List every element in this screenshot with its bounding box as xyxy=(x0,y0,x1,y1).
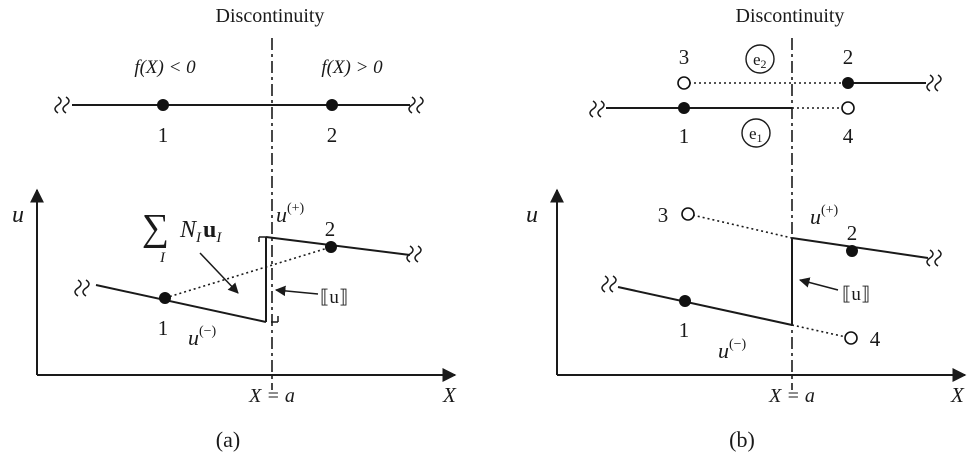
panel-a-sum-symbol: ∑ xyxy=(142,207,169,249)
panel-a-y-axis-label: u xyxy=(12,202,24,228)
panel-a-node-2-label: 2 xyxy=(325,217,336,241)
panel-b-node-4-label: 4 xyxy=(870,327,881,351)
panel-b-top-node-4 xyxy=(841,101,855,115)
panel-a-top-node-1-label: 1 xyxy=(158,123,169,147)
panel-a-node-1-label: 1 xyxy=(158,316,169,340)
panel-b-u-minus-line xyxy=(617,286,793,326)
panel-b-curve-break-left-icon xyxy=(601,275,617,293)
panel-a-caption: (a) xyxy=(216,427,240,452)
panel-a-u-plus-label: u(+) xyxy=(276,201,305,227)
panel-b-node-1-label: 1 xyxy=(679,318,690,342)
panel-b-top-node-3 xyxy=(677,76,691,90)
panel-b-u-plus-label: u(+) xyxy=(810,203,839,229)
panel-b-node4-extension-line xyxy=(791,324,847,338)
panel-b-node-3 xyxy=(681,207,695,221)
panel-b-u-minus-label: u(−) xyxy=(718,337,747,363)
panel-b-top-node-4-label: 4 xyxy=(843,124,854,148)
panel-b-top-node-1-label: 1 xyxy=(679,124,690,148)
panel-b-curve-break-right-icon xyxy=(926,249,942,267)
panel-a-jump-arrow xyxy=(274,285,319,297)
panel-a-top-node-2 xyxy=(326,99,338,111)
panel-b-top-node-2-label: 2 xyxy=(843,45,854,69)
panel-b-node-2 xyxy=(846,245,858,257)
panel-b-jump-label: ⟦u⟧ xyxy=(842,284,870,305)
panel-a: Discontinuity f(X) < 0 f(X) > 0 1 2 u X … xyxy=(12,5,457,452)
panel-a-sum-pointer-arrow xyxy=(199,252,239,294)
panel-a-top-node-2-label: 2 xyxy=(327,123,338,147)
panel-a-sum-index: I xyxy=(159,250,166,266)
panel-b-node-2-label: 2 xyxy=(847,221,858,245)
panel-a-top-break-right-icon xyxy=(408,96,424,114)
panel-b-element-e2-circle xyxy=(745,44,775,74)
panel-b-x-eq-label: X = a xyxy=(768,385,815,407)
panel-a-x-axis-label: X xyxy=(442,383,457,407)
panel-b-jump-arrow xyxy=(798,277,839,291)
panel-b-y-axis-label: u xyxy=(526,202,538,228)
panel-b-node3-extension-line xyxy=(687,213,793,239)
panel-a-node-2 xyxy=(325,241,337,253)
panel-a-curve-break-left-icon xyxy=(74,279,90,297)
panel-a-title: Discontinuity xyxy=(216,5,325,27)
panel-a-u-plus-line xyxy=(265,236,411,256)
panel-a-x-eq-label: X = a xyxy=(248,385,295,407)
panel-a-node-1 xyxy=(159,292,171,304)
panel-b-u-plus-line xyxy=(791,237,929,259)
panel-a-bracket-top xyxy=(258,236,266,242)
panel-b-node-4 xyxy=(844,331,858,345)
panel-b: Discontinuity 3 2 e2 1 4 e1 u X xyxy=(526,5,967,452)
panel-a-top-node-1 xyxy=(157,99,169,111)
panel-a-sum-term: NIuI xyxy=(179,217,222,246)
panel-a-top-break-left-icon xyxy=(54,96,70,114)
panel-a-region-left-label: f(X) < 0 xyxy=(134,57,196,78)
panel-a-region-right-label: f(X) > 0 xyxy=(321,57,383,78)
panel-b-title: Discontinuity xyxy=(736,5,845,27)
panel-b-top-node-3-label: 3 xyxy=(679,45,690,69)
panel-b-node-3-label: 3 xyxy=(658,203,669,227)
panel-b-element-e2-label: e2 xyxy=(753,50,767,71)
panel-a-u-minus-label: u(−) xyxy=(188,324,217,350)
panel-a-curve-break-right-icon xyxy=(406,245,422,263)
panel-b-element-e1-label: e1 xyxy=(749,124,763,145)
panel-a-u-minus-line xyxy=(95,284,267,323)
panel-b-top-node-1 xyxy=(678,102,690,114)
panel-b-top-node-2 xyxy=(842,77,854,89)
panel-b-top-break-left-icon xyxy=(589,100,605,118)
panel-a-jump-label: ⟦u⟧ xyxy=(320,287,348,308)
panel-a-bracket-bottom xyxy=(271,316,279,323)
panel-a-interpolation-line xyxy=(164,246,332,299)
panel-b-node-1 xyxy=(679,295,691,307)
panel-b-x-axis-label: X xyxy=(950,383,965,407)
panel-b-top-break-right-icon xyxy=(926,74,942,92)
panel-b-element-e1-circle xyxy=(741,118,771,148)
panel-b-caption: (b) xyxy=(729,427,755,452)
